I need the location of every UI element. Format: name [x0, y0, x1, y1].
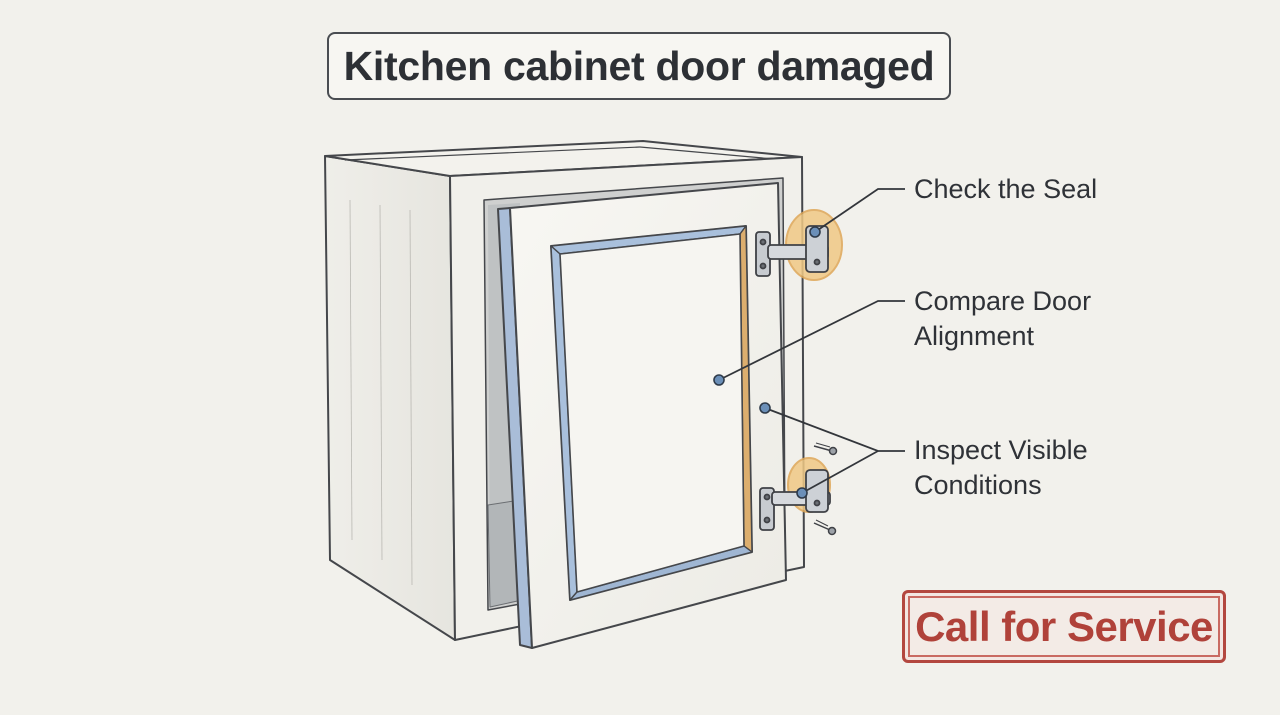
callout-inspect-line-1: Inspect Visible — [914, 435, 1088, 465]
callout-alignment-line-1: Compare Door — [914, 286, 1092, 316]
marker-dot-icon — [713, 226, 821, 499]
title-box: Kitchen cabinet door damaged — [327, 32, 951, 100]
screw-icon — [813, 442, 838, 456]
hinge-icon — [755, 225, 829, 277]
leader-inspect-lower — [801, 450, 879, 494]
callout-inspect-conditions: Inspect Visible Conditions — [914, 433, 1088, 503]
cabinet-door — [497, 182, 787, 649]
callout-inspect-line-2: Conditions — [914, 470, 1042, 500]
leader-lines — [718, 188, 905, 494]
door-panel-inner — [559, 233, 745, 593]
leader-seal — [814, 188, 905, 233]
callout-compare-alignment: Compare Door Alignment — [914, 284, 1091, 354]
callout-check-seal: Check the Seal — [914, 172, 1097, 207]
callout-seal-line-1: Check the Seal — [914, 174, 1098, 204]
cabinet-side-panel — [324, 155, 456, 641]
call-for-service-button[interactable]: Call for Service — [902, 590, 1226, 663]
page-title: Kitchen cabinet door damaged — [343, 42, 935, 89]
screw-icon — [813, 519, 837, 536]
callout-alignment-line-2: Alignment — [914, 321, 1035, 351]
call-for-service-label: Call for Service — [915, 602, 1213, 650]
leader-alignment — [718, 300, 905, 381]
